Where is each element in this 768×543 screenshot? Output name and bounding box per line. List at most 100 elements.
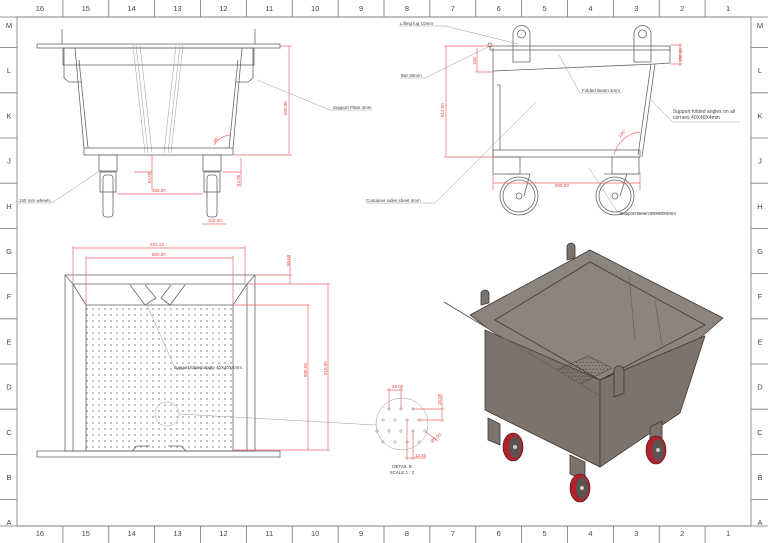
grid-row-label: L xyxy=(758,66,762,75)
dim-detail-pitch-x: 25.00 xyxy=(392,384,404,389)
top-view: support folded angle 40X40X4mm 933.13 80… xyxy=(36,242,377,458)
grid-column-label: 10 xyxy=(311,529,319,538)
front-view: 600.00 95° 84.00 84.00 468.00 100.00 Sup… xyxy=(18,29,372,225)
isometric-view xyxy=(443,242,724,503)
grid-column-label: 16 xyxy=(36,4,44,13)
label-support-angle-top: support folded angle 40X40X4mm xyxy=(174,365,242,370)
dim-side-height: 614.00 xyxy=(440,103,445,117)
grid-row-label: E xyxy=(6,337,11,346)
side-wheel-left xyxy=(499,173,539,216)
label-support-angles: Support folded angles on all corners 40X… xyxy=(673,109,735,121)
dim-top-inner-width: 800.00 xyxy=(152,252,166,257)
grid-column-label: 6 xyxy=(497,4,501,13)
label-lifting-lug: Lifting lug 10mm xyxy=(400,21,433,26)
grid-row-label: H xyxy=(6,202,11,211)
grid-column-label: 15 xyxy=(82,529,90,538)
lifting-lug-left xyxy=(512,25,531,63)
grid-column-label: 1 xyxy=(726,4,730,13)
grid-row-label: M xyxy=(757,21,763,30)
detail-b: 25.00 25.00 12.50 Ø5.00 DETAIL B SCALE 1… xyxy=(375,384,444,475)
dim-side-rim: 150 xyxy=(472,57,477,65)
dim-side-beam: 100.00 xyxy=(678,48,683,62)
grid-column-label: 5 xyxy=(542,4,546,13)
grid-row-label: E xyxy=(757,337,762,346)
label-support-plate: Support Plate 4mm xyxy=(333,105,372,110)
grid-column-label: 4 xyxy=(588,529,592,538)
grid-column-label: 7 xyxy=(451,529,455,538)
grid-column-label: 13 xyxy=(173,529,181,538)
detail-title: DETAIL B xyxy=(392,464,412,469)
dim-top-rim: 50.00 xyxy=(286,254,291,266)
grid-column-label: 2 xyxy=(680,529,684,538)
dim-front-gap-left: 84.00 xyxy=(147,171,152,183)
dim-side-wheelbase: 808.00 xyxy=(555,183,569,188)
grid-column-label: 11 xyxy=(265,4,273,13)
grid-row-label: A xyxy=(757,518,762,527)
grid-row-label: F xyxy=(7,292,12,301)
grid-row-label: L xyxy=(7,66,11,75)
grid-row-label: K xyxy=(6,111,11,120)
dim-front-angle: 95° xyxy=(212,135,220,143)
grid-row-label: A xyxy=(6,518,11,527)
grid-row-label: B xyxy=(757,473,762,482)
dim-front-height: 600.00 xyxy=(283,101,288,115)
grid-row-label: J xyxy=(758,157,762,166)
grid-column-label: 9 xyxy=(359,529,363,538)
wheel-right xyxy=(645,435,667,465)
caster-left xyxy=(98,154,118,218)
grid-column-label: 14 xyxy=(128,4,136,13)
lifting-lug-right xyxy=(633,25,652,63)
grid-column-label: 14 xyxy=(128,529,136,538)
grid-column-label: 15 xyxy=(82,4,90,13)
dim-side-angle: 105° xyxy=(617,128,627,138)
grid-column-label: 2 xyxy=(680,4,684,13)
grid-column-label: 5 xyxy=(542,529,546,538)
dim-detail-offset: 12.50 xyxy=(415,453,427,458)
grid-column-label: 12 xyxy=(219,529,227,538)
label-folded-beam: Folded Beam 4mm xyxy=(582,88,620,93)
grid-column-label: 8 xyxy=(405,4,409,13)
grid-column-label: 12 xyxy=(219,4,227,13)
side-wheel-right xyxy=(595,173,635,216)
grid-row-label: G xyxy=(757,247,763,256)
grid-row-label: J xyxy=(7,157,11,166)
dim-front-wheel-span: 468.00 xyxy=(152,188,166,193)
grid-column-label: 7 xyxy=(451,4,455,13)
grid-column-label: 3 xyxy=(634,4,638,13)
grid-row-label: F xyxy=(758,292,763,301)
wheel-front-left xyxy=(502,432,524,462)
grid-column-label: 13 xyxy=(173,4,181,13)
grid-row-label: K xyxy=(757,111,762,120)
grid-row-label: D xyxy=(757,383,763,392)
grid-row-label: B xyxy=(6,473,11,482)
dim-top-outer-depth: 910.08 xyxy=(323,361,328,375)
grid-column-label: 16 xyxy=(36,529,44,538)
dim-detail-hole: Ø5.00 xyxy=(429,432,442,444)
grid-column-label: 10 xyxy=(311,4,319,13)
grid-column-label: 3 xyxy=(634,529,638,538)
label-bar: Bar 30mm xyxy=(401,73,422,78)
label-wheels: 150 mm wheels xyxy=(19,198,51,203)
label-support-beam: Support Beam 80X80X4mm xyxy=(620,211,676,216)
grid-column-label: 8 xyxy=(405,529,409,538)
dim-detail-pitch-y: 25.00 xyxy=(437,393,442,405)
grid-row-label: C xyxy=(6,428,12,437)
dim-front-wheel-width: 100.00 xyxy=(208,218,222,223)
grid-column-label: 4 xyxy=(588,4,592,13)
caster-right xyxy=(202,154,222,218)
grid-row-label: C xyxy=(757,428,763,437)
wheel-front-center xyxy=(569,473,591,503)
grid-column-label: 11 xyxy=(265,529,273,538)
side-view: 614.00 150 100.00 105° 808.00 Lifting lu… xyxy=(366,21,740,216)
grid-row-label: H xyxy=(757,202,762,211)
grid-row-label: G xyxy=(6,247,12,256)
dim-front-gap-right: 84.00 xyxy=(236,174,241,186)
grid-row-label: D xyxy=(6,383,12,392)
dim-top-outer-width: 933.13 xyxy=(150,242,164,247)
grid-column-label: 9 xyxy=(359,4,363,13)
grid-column-label: 1 xyxy=(726,529,730,538)
detail-scale: SCALE 1 : 2 xyxy=(390,470,415,475)
label-container-sides: Container sides sheet 4mm xyxy=(366,198,421,203)
